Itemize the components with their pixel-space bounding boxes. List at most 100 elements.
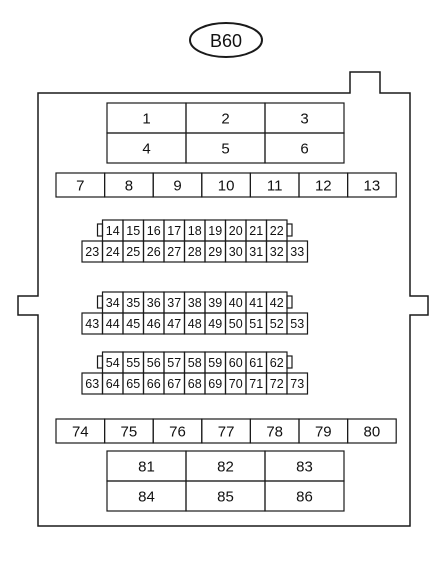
pin-15: 15 bbox=[122, 219, 145, 242]
pin-16-number: 16 bbox=[147, 224, 161, 238]
pin-60: 60 bbox=[224, 351, 247, 374]
pin-33-cell bbox=[286, 240, 309, 263]
pin-16: 16 bbox=[142, 219, 165, 242]
pin-59-number: 59 bbox=[208, 356, 222, 370]
pin-30: 30 bbox=[224, 240, 247, 263]
pin-21-number: 21 bbox=[249, 224, 263, 238]
latch-tab bbox=[286, 355, 293, 369]
pin-26: 26 bbox=[142, 240, 165, 263]
pin-28: 28 bbox=[183, 240, 206, 263]
pin-53-cell bbox=[286, 312, 309, 335]
pin-4: 4 bbox=[106, 132, 187, 164]
pin-85-number: 85 bbox=[217, 488, 234, 505]
pin-53-number: 53 bbox=[290, 317, 304, 331]
pin-10: 10 bbox=[201, 172, 252, 198]
pin-5-number: 5 bbox=[221, 140, 229, 157]
pin-7-number: 7 bbox=[76, 177, 84, 194]
pin-74-number: 74 bbox=[72, 423, 89, 440]
pin-20: 20 bbox=[224, 219, 247, 242]
pin-29-number: 29 bbox=[208, 245, 222, 259]
pin-27-number: 27 bbox=[167, 245, 181, 259]
pin-49-number: 49 bbox=[208, 317, 222, 331]
pin-63: 63 bbox=[81, 372, 104, 395]
pin-13-cell bbox=[347, 172, 397, 198]
pin-17-number: 17 bbox=[167, 224, 181, 238]
pin-79: 79 bbox=[298, 418, 349, 444]
connector-label-text: B60 bbox=[210, 31, 242, 51]
pin-80-number: 80 bbox=[364, 423, 381, 440]
pin-86-number: 86 bbox=[296, 488, 313, 505]
pin-83: 83 bbox=[264, 450, 345, 482]
pin-68-number: 68 bbox=[188, 377, 202, 391]
pin-34-number: 34 bbox=[106, 296, 120, 310]
pin-82: 82 bbox=[185, 450, 266, 482]
pin-22-number: 22 bbox=[270, 224, 284, 238]
pin-44: 44 bbox=[101, 312, 124, 335]
pin-50-number: 50 bbox=[229, 317, 243, 331]
pin-33-number: 33 bbox=[290, 245, 304, 259]
pin-58-number: 58 bbox=[188, 356, 202, 370]
pin-10-number: 10 bbox=[218, 177, 235, 194]
pin-6-cell bbox=[264, 132, 345, 164]
pin-51: 51 bbox=[245, 312, 268, 335]
pin-2-number: 2 bbox=[221, 110, 229, 127]
pin-51-number: 51 bbox=[249, 317, 263, 331]
pin-77: 77 bbox=[201, 418, 252, 444]
pin-54: 54 bbox=[101, 351, 124, 374]
latch-tab bbox=[286, 223, 293, 237]
pin-3-number: 3 bbox=[300, 110, 308, 127]
pin-46: 46 bbox=[142, 312, 165, 335]
pin-56-number: 56 bbox=[147, 356, 161, 370]
pin-6-number: 6 bbox=[300, 140, 308, 157]
pin-39: 39 bbox=[204, 291, 227, 314]
pin-59: 59 bbox=[204, 351, 227, 374]
pin-77-number: 77 bbox=[218, 423, 235, 440]
pin-18-number: 18 bbox=[188, 224, 202, 238]
pin-72: 72 bbox=[265, 372, 288, 395]
pin-31: 31 bbox=[245, 240, 268, 263]
pin-44-number: 44 bbox=[106, 317, 120, 331]
pin-4-number: 4 bbox=[142, 140, 150, 157]
pin-73-number: 73 bbox=[290, 377, 304, 391]
latch-tab bbox=[96, 355, 104, 369]
pin-12-number: 12 bbox=[315, 177, 332, 194]
pin-61: 61 bbox=[245, 351, 268, 374]
pin-79-number: 79 bbox=[315, 423, 332, 440]
pin-37-number: 37 bbox=[167, 296, 181, 310]
latch-tab bbox=[96, 295, 104, 309]
pin-66-number: 66 bbox=[147, 377, 161, 391]
pin-85: 85 bbox=[185, 480, 266, 512]
pin-55: 55 bbox=[122, 351, 145, 374]
pin-62: 62 bbox=[265, 351, 288, 374]
pin-43: 43 bbox=[81, 312, 104, 335]
pin-25: 25 bbox=[122, 240, 145, 263]
pin-29: 29 bbox=[204, 240, 227, 263]
pin-23-number: 23 bbox=[85, 245, 99, 259]
pin-35: 35 bbox=[122, 291, 145, 314]
pin-47: 47 bbox=[163, 312, 186, 335]
pin-25-number: 25 bbox=[126, 245, 140, 259]
pin-33: 33 bbox=[286, 240, 309, 263]
pin-38: 38 bbox=[183, 291, 206, 314]
pin-8: 8 bbox=[103, 172, 154, 198]
latch-tab bbox=[286, 295, 293, 309]
pin-48: 48 bbox=[183, 312, 206, 335]
pin-45-number: 45 bbox=[126, 317, 140, 331]
pin-14: 14 bbox=[101, 219, 124, 242]
pin-19-number: 19 bbox=[208, 224, 222, 238]
pin-7: 7 bbox=[55, 172, 106, 198]
pin-24-number: 24 bbox=[106, 245, 120, 259]
pin-62-number: 62 bbox=[270, 356, 284, 370]
pin-19: 19 bbox=[204, 219, 227, 242]
pin-78-number: 78 bbox=[266, 423, 283, 440]
pin-9: 9 bbox=[152, 172, 203, 198]
connector-label-oval bbox=[189, 22, 263, 58]
pin-3: 3 bbox=[264, 102, 345, 134]
pin-2: 2 bbox=[185, 102, 266, 134]
pin-39-number: 39 bbox=[208, 296, 222, 310]
pin-27: 27 bbox=[163, 240, 186, 263]
pin-76-number: 76 bbox=[169, 423, 186, 440]
pin-86-cell bbox=[264, 480, 345, 512]
pin-6: 6 bbox=[264, 132, 345, 164]
